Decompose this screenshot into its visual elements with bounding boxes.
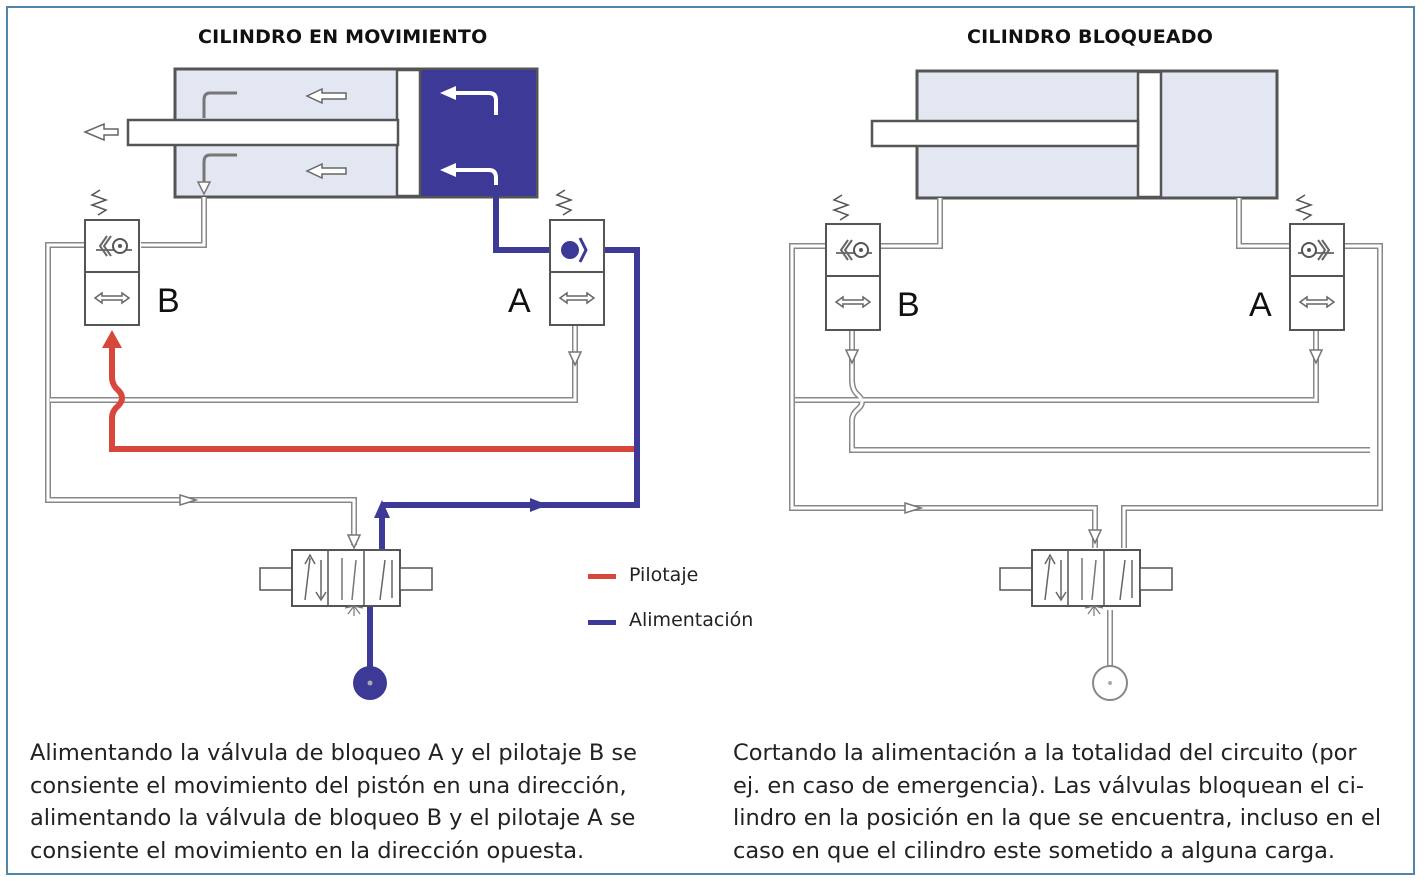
caption-line: caso en que el cilindro este sometido a … <box>733 837 1336 864</box>
caption-line: Cortando la alimentación a la totalidad … <box>733 740 1357 766</box>
caption-line: consiente el movimiento del pistón en un… <box>30 772 627 799</box>
left-piston <box>395 68 422 198</box>
chamber-flow-arrow-icon <box>305 87 347 105</box>
rod-motion-arrow-icon <box>83 122 119 142</box>
right-caption: Cortando la alimentación a la totalidad … <box>733 737 1403 867</box>
left-cylinder <box>83 67 539 199</box>
right-directional-valve <box>999 549 1173 616</box>
right-lock-valve-a <box>1289 194 1345 331</box>
legend-supply-label: Alimentación <box>629 609 754 631</box>
right-piston-rod <box>870 119 1140 148</box>
caption-line: Alimentando la válvula de bloqueo A y el… <box>30 740 637 766</box>
legend-pilot-label: Pilotaje <box>629 564 699 586</box>
chamber-flow-arrow-icon <box>305 162 347 180</box>
left-valve-b-label: B <box>157 282 180 320</box>
caption-line: ej. en caso de emergencia). Las válvulas… <box>733 772 1364 799</box>
caption-line: alimentando la válvula de bloqueo B y el… <box>30 805 636 831</box>
right-cylinder <box>870 69 1279 200</box>
left-directional-valve <box>259 549 433 616</box>
left-valve-a-label: A <box>508 282 531 320</box>
left-caption: Alimentando la válvula de bloqueo A y el… <box>30 737 690 867</box>
left-lock-valve-a <box>549 189 605 326</box>
legend-pilot-swatch <box>588 574 616 579</box>
right-valve-a-label: A <box>1249 286 1272 324</box>
caption-line: consiente el movimiento en la dirección … <box>30 837 585 864</box>
right-panel-title: CILINDRO BLOQUEADO <box>967 26 1214 48</box>
left-lock-valve-b <box>84 189 140 326</box>
legend-supply-swatch <box>588 620 616 625</box>
left-pilot-line <box>109 340 637 452</box>
caption-line: lindro en la posición en la que se encue… <box>733 805 1382 831</box>
left-panel-title: CILINDRO EN MOVIMIENTO <box>198 26 488 48</box>
right-valve-b-label: B <box>897 286 920 324</box>
left-piston-rod <box>126 118 400 147</box>
right-piston <box>1136 70 1163 199</box>
right-lock-valve-b <box>825 194 881 331</box>
left-pressurized-chamber <box>420 70 536 196</box>
